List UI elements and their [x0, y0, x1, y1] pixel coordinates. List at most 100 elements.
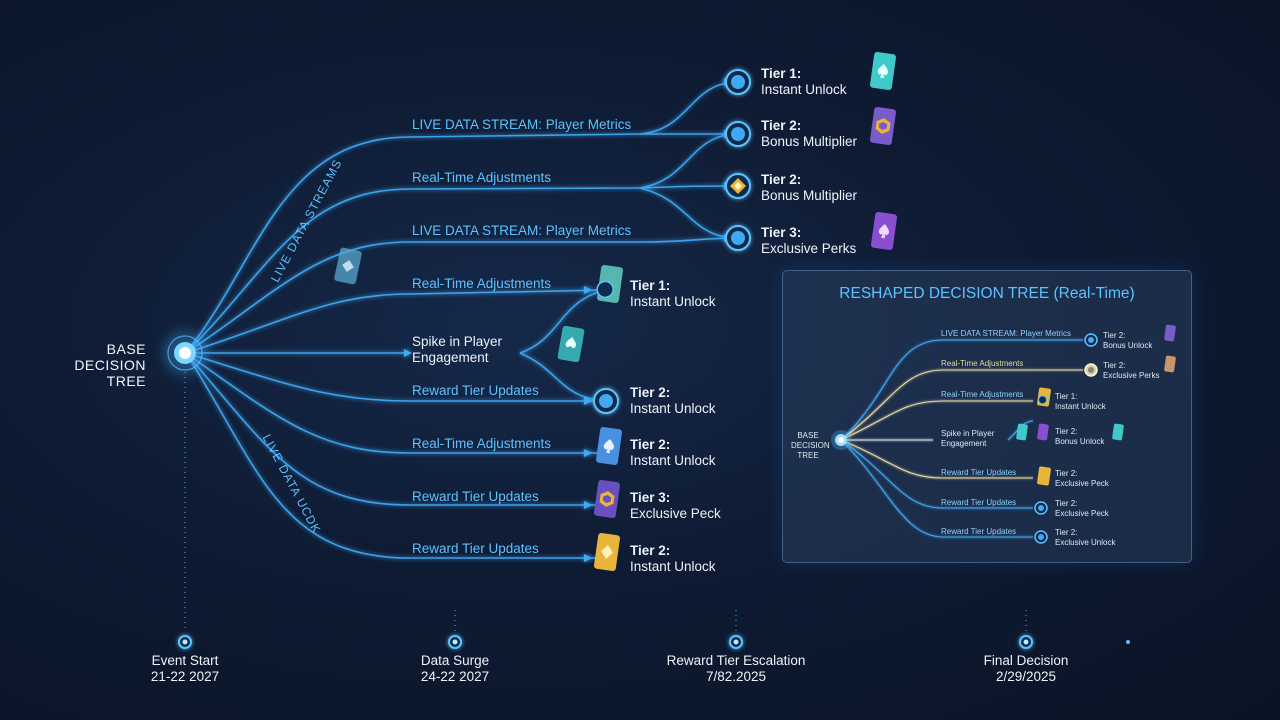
panel-tier-reward: Bonus Unlock — [1103, 341, 1153, 350]
panel-tier-label[interactable]: Tier 2:Exclusive Peck — [1055, 469, 1109, 489]
node-icon — [1034, 530, 1048, 544]
panel-branch-label[interactable]: LIVE DATA STREAM: Player Metrics — [941, 329, 1071, 338]
tier-label[interactable]: Tier 1:Instant Unlock — [761, 66, 847, 98]
tier-name: Tier 2: — [630, 543, 671, 558]
panel-branch-label[interactable]: Reward Tier Updates — [941, 527, 1017, 536]
tier-name: Tier 3: — [630, 490, 671, 505]
branch-label[interactable]: Reward Tier Updates — [412, 489, 539, 504]
node-icon — [1034, 501, 1048, 515]
spade-card-icon — [870, 212, 898, 250]
branch-label-line: Engagement — [412, 350, 489, 365]
milestone-label: Data Surge — [420, 653, 490, 668]
panel-root-label: BASE DECISION TREE — [791, 431, 830, 461]
teal-card-icon — [1112, 423, 1124, 441]
tier-label[interactable]: Tier 2:Bonus Multiplier — [761, 118, 857, 150]
root-label-line: BASE — [106, 341, 146, 357]
root-label-line: DECISION — [74, 357, 146, 373]
root-label: BASE DECISION TREE — [60, 341, 146, 389]
panel-branch-label[interactable]: Reward Tier Updates — [941, 468, 1017, 477]
panel-tier-label[interactable]: Tier 2:Exclusive Peck — [1055, 499, 1109, 519]
tier-reward: Bonus Multiplier — [761, 134, 858, 149]
panel-tier-name: Tier 1: — [1055, 392, 1078, 401]
panel-tier-label[interactable]: Tier 1:Instant Unlock — [1055, 392, 1106, 412]
gold-chip-card-icon — [869, 107, 897, 145]
gold-card-icon — [1037, 387, 1051, 407]
panel-tier-reward: Exclusive Perks — [1103, 371, 1160, 380]
timeline-node-icon — [448, 635, 462, 649]
panel-tier-label[interactable]: Tier 2:Bonus Unlock — [1103, 331, 1152, 351]
reshaped-tree-panel: RESHAPED DECISION TREE (Real-Time) — [782, 270, 1192, 563]
timeline-node-icon — [1019, 635, 1033, 649]
branch-label[interactable]: Reward Tier Updates — [412, 541, 539, 556]
branch-label[interactable]: LIVE DATA STREAM: Player Metrics — [412, 117, 632, 132]
panel-branch-label[interactable]: Real-Time Adjustments — [941, 390, 1024, 399]
tier-reward: Instant Unlock — [630, 294, 716, 309]
milestone-label: Event Start — [151, 653, 219, 668]
panel-tier-reward: Exclusive Unlock — [1055, 538, 1116, 547]
tier-label[interactable]: Tier 3:Exclusive Perks — [761, 225, 856, 257]
bronze-card-icon — [1164, 355, 1176, 373]
branch-label[interactable]: Real-Time Adjustments — [412, 276, 552, 291]
panel-title: RESHAPED DECISION TREE (Real-Time) — [839, 285, 1135, 302]
milestone-date: 24-22 2027 — [420, 669, 490, 684]
panel-tier-label[interactable]: Tier 2:Exclusive Perks — [1103, 361, 1159, 381]
tier-reward: Exclusive Peck — [630, 506, 721, 521]
milestone-date: 7/82.2025 — [705, 669, 767, 684]
panel-branch-label[interactable]: Reward Tier Updates — [941, 498, 1017, 507]
tier-label[interactable]: Tier 3:Exclusive Peck — [630, 490, 721, 522]
node-icon — [1084, 333, 1098, 347]
tier-label[interactable]: Tier 1:Instant Unlock — [630, 278, 716, 310]
tier-name: Tier 2: — [630, 385, 671, 400]
tier-name: Tier 3: — [761, 225, 802, 240]
panel-tier-name: Tier 2: — [1055, 528, 1078, 537]
panel-tier-label[interactable]: Tier 2:Exclusive Unlock — [1055, 528, 1115, 548]
tier-reward: Instant Unlock — [630, 401, 716, 416]
tier-reward: Instant Unlock — [630, 559, 716, 574]
tier-label[interactable]: Tier 2:Bonus Multiplier — [761, 172, 857, 204]
branch-label[interactable]: Real-Time Adjustments — [412, 170, 552, 185]
node-icon — [725, 69, 751, 95]
panel-root-line: DECISION — [791, 441, 830, 450]
panel-tier-label[interactable]: Tier 2:Bonus Unlock — [1055, 427, 1104, 447]
panel-tier-name: Tier 2: — [1055, 427, 1078, 436]
tier-reward: Exclusive Perks — [761, 241, 857, 256]
tier-label[interactable]: Tier 2:Instant Unlock — [630, 543, 716, 575]
tier-name: Tier 1: — [761, 66, 802, 81]
panel-root-line: TREE — [797, 451, 819, 460]
branch-label-line: Spike in Player — [412, 334, 503, 349]
panel-tier-reward: Bonus Unlock — [1055, 437, 1105, 446]
diamond-card-icon — [593, 533, 621, 571]
panel-tier-name: Tier 2: — [1055, 499, 1078, 508]
node-icon — [725, 121, 751, 147]
tier-name: Tier 2: — [761, 118, 802, 133]
purple-card-icon — [1037, 423, 1049, 441]
branch-label-spike[interactable]: Spike in Player Engagement — [412, 334, 502, 366]
branch-label[interactable]: Reward Tier Updates — [412, 383, 539, 398]
panel-branch-label[interactable]: Spike in Player Engagement — [941, 429, 994, 449]
tier-name: Tier 2: — [630, 437, 671, 452]
branch-label[interactable]: LIVE DATA STREAM: Player Metrics — [412, 223, 632, 238]
tier-label[interactable]: Tier 2:Instant Unlock — [630, 437, 716, 469]
spade-card-icon — [595, 427, 623, 465]
panel-tier-reward: Exclusive Peck — [1055, 479, 1109, 488]
panel-branch-label[interactable]: Real-Time Adjustments — [941, 359, 1024, 368]
tier-label[interactable]: Tier 2:Instant Unlock — [630, 385, 716, 417]
spade-card-icon — [869, 52, 897, 90]
branch-label[interactable]: Real-Time Adjustments — [412, 436, 552, 451]
milestone-label: Reward Tier Escalation — [666, 653, 806, 668]
panel-branch-line: Engagement — [941, 439, 987, 448]
gold-chip-card-icon — [593, 480, 621, 518]
gold-card-icon — [1037, 466, 1051, 486]
node-icon — [1084, 363, 1098, 377]
tier-name: Tier 1: — [630, 278, 671, 293]
panel-tier-name: Tier 2: — [1103, 331, 1126, 340]
tier-reward: Bonus Multiplier — [761, 188, 858, 203]
node-icon — [725, 225, 751, 251]
